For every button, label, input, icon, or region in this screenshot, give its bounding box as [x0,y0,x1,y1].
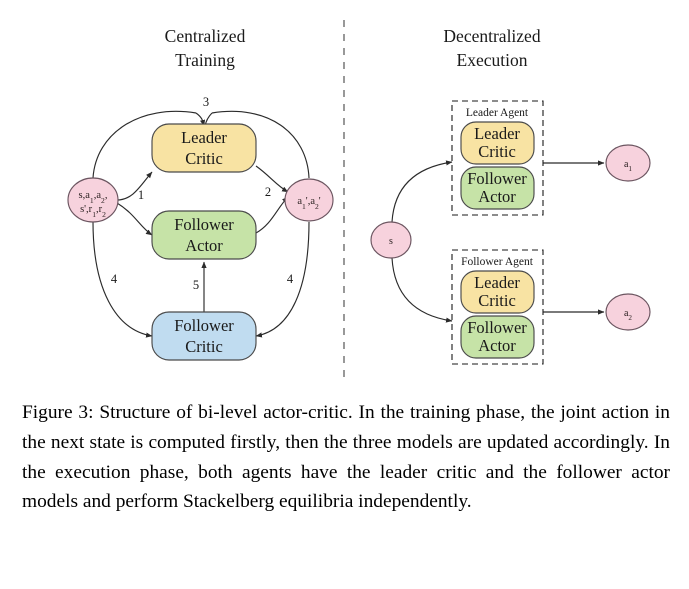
edge-label-5: 5 [193,278,199,292]
edge-label-4-right: 4 [287,272,294,286]
edge-label-4-left: 4 [111,272,118,286]
panel-title-decentralized-line2: Execution [457,50,528,70]
diagram-canvas: Centralized Training Decentralized Execu… [67,20,651,381]
caption-body: Structure of bi-level actor-critic. In t… [22,402,670,513]
agent-box-leader[interactable] [451,100,544,216]
edge-input-to-follower-actor [116,202,153,236]
panel-title-centralized-line2: Training [175,50,235,70]
node-follower-critic-training-line1: Follower [174,316,234,335]
ellipse-state-s-label: s [389,236,393,247]
ellipse-action-a2[interactable] [605,293,651,331]
edge-output-to-follower-critic [255,221,310,338]
node-follower-actor-follower-agent-line2: Actor [478,336,516,355]
node-leader-critic-follower-agent[interactable] [460,270,535,314]
edge-label-3: 3 [203,95,209,109]
node-leader-critic-leader-agent-line2: Critic [478,142,516,161]
node-leader-critic-training[interactable] [151,123,257,173]
node-leader-critic-follower-agent-line1: Leader [474,273,520,292]
edge-follower-actor-to-output [255,196,289,234]
panel-title-centralized-line1: Centralized [165,26,246,46]
edge-label-1: 1 [138,188,144,202]
edge-input-to-leader-critic [116,171,153,201]
node-follower-actor-training-line2: Actor [185,236,223,255]
edge-output-top-arc [211,110,310,179]
node-follower-actor-leader-agent[interactable] [460,166,535,210]
node-leader-critic-follower-agent-line2: Critic [478,291,516,310]
panel-title-decentralized-line1: Decentralized [443,26,540,46]
node-follower-actor-leader-agent-line2: Actor [478,187,516,206]
caption-label: Figure 3: [22,402,94,423]
node-follower-actor-training-line1: Follower [174,215,234,234]
node-follower-critic-training-line2: Critic [185,337,223,356]
agent-title-follower: Follower Agent [461,256,534,268]
ellipse-action-a2-label: a2 [624,308,632,322]
agent-box-follower[interactable] [451,249,544,365]
edge-state-to-follower-agent [391,257,453,323]
ellipse-state-s[interactable] [370,221,412,259]
edge-input-to-follower-critic [92,221,153,338]
ellipse-input-line2: s',r1,r2 [80,204,106,219]
node-leader-critic-training-line2: Critic [185,149,223,168]
node-leader-critic-training-line1: Leader [181,128,227,147]
edge-leader-critic-to-output [255,165,289,193]
agent-title-leader: Leader Agent [466,107,529,119]
ellipse-output-next-actions[interactable] [284,178,334,222]
figure-caption: Figure 3: Structure of bi-level actor-cr… [22,398,670,517]
ellipse-input-state-action[interactable] [67,177,119,223]
ellipse-output-label: a1',a2' [297,196,320,211]
edge-label-2: 2 [265,185,271,199]
edge-input-top-arc [92,110,197,179]
node-leader-critic-leader-agent-line1: Leader [474,124,520,143]
ellipse-action-a1-label: a1 [624,159,632,173]
node-follower-actor-leader-agent-line1: Follower [467,169,527,188]
edge-state-to-leader-agent [391,160,453,223]
node-follower-actor-training[interactable] [151,210,257,260]
node-leader-critic-leader-agent[interactable] [460,121,535,165]
figure-diagram: Centralized Training Decentralized Execu… [67,20,651,381]
node-follower-actor-follower-agent[interactable] [460,315,535,359]
node-follower-critic-training[interactable] [151,311,257,361]
ellipse-action-a1[interactable] [605,144,651,182]
node-follower-actor-follower-agent-line1: Follower [467,318,527,337]
ellipse-input-line1: s,a1,a2, [79,190,108,205]
